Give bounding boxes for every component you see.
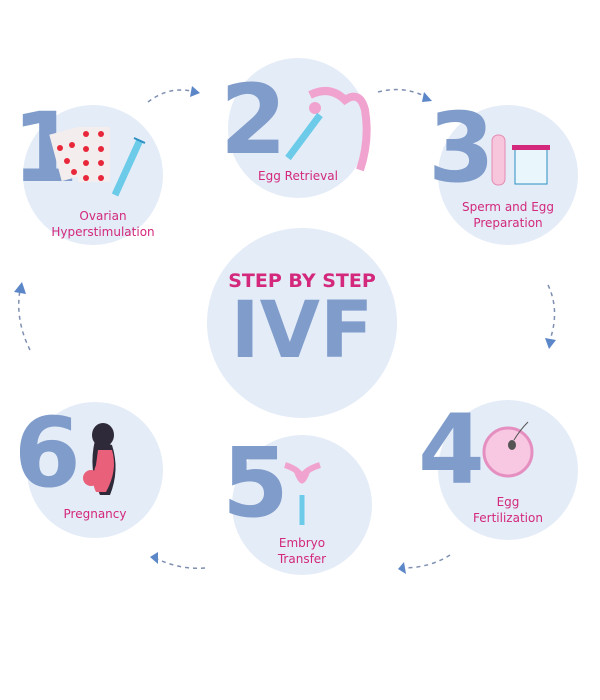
step-6-number: 6 [14, 397, 81, 509]
step-5-number: 5 [222, 427, 289, 539]
step-5-label: Embryo Transfer [277, 536, 327, 566]
arrowhead-4-5 [398, 562, 406, 574]
arrowhead-6-1 [14, 282, 26, 294]
pregnant-woman-icon [83, 423, 116, 495]
step-2-label: Egg Retrieval [258, 169, 338, 183]
step-6-label: Pregnancy [63, 507, 127, 521]
arrow-1-2 [147, 89, 196, 103]
step-4-label: Egg Fertilization [473, 495, 543, 525]
arrow-2-3 [377, 88, 429, 99]
step-3-number: 3 [428, 92, 495, 204]
arrow-5-6 [154, 557, 206, 570]
step-2-circle [228, 58, 368, 198]
arrowhead-1-2 [190, 86, 200, 97]
step-2-number: 2 [220, 64, 287, 176]
arrow-4-5 [401, 554, 451, 569]
step-3-circle [438, 105, 578, 245]
center-title: IVF [230, 286, 374, 376]
pills-syringe-icon [49, 126, 146, 197]
syringe-uterus-icon [285, 87, 371, 172]
egg-sperm-icon [482, 421, 534, 478]
center-circle [207, 228, 397, 418]
center-subtitle: STEP BY STEP [228, 270, 376, 292]
test-tubes-icon [491, 134, 550, 186]
step-4-number: 4 [418, 394, 485, 506]
arrowhead-5-6 [150, 552, 158, 564]
step-3-label: Sperm and Egg Preparation [461, 200, 555, 230]
uterus-syringe-icon [283, 462, 321, 525]
arrowhead-2-3 [422, 92, 432, 102]
arrowhead-3-4 [545, 338, 556, 349]
arrow-6-1 [18, 289, 31, 351]
step-1-label: Ovarian Hyperstimulation [51, 209, 155, 239]
arrow-3-4 [547, 284, 556, 341]
